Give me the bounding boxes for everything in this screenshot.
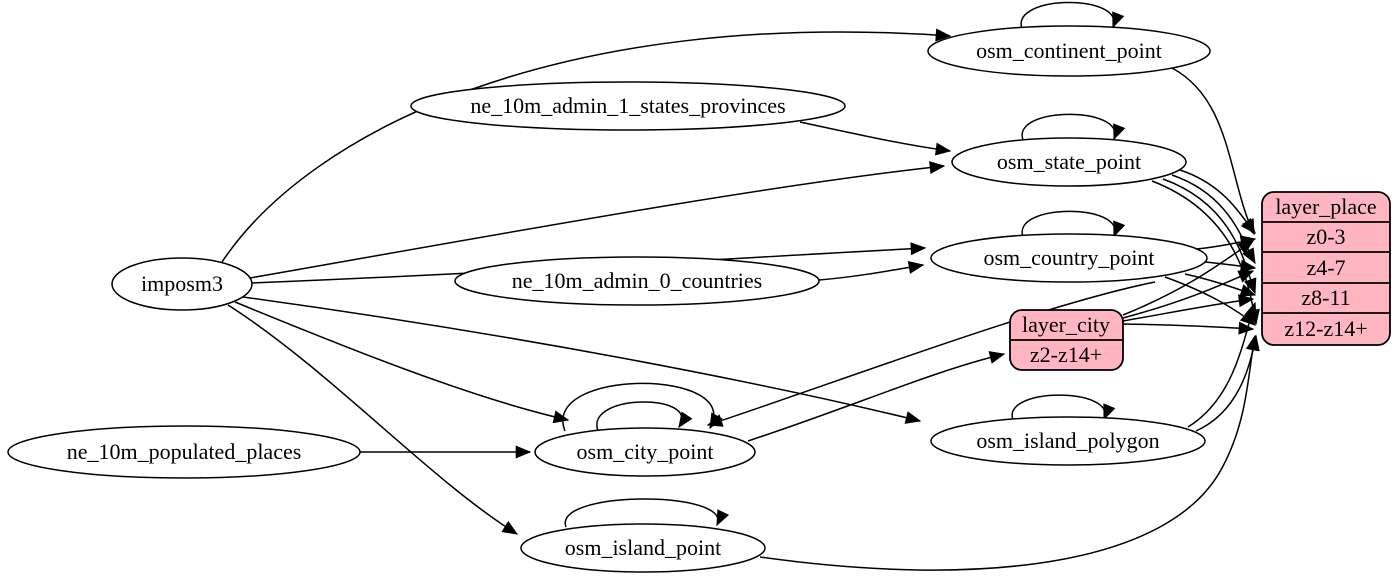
node-osm_city_point-label: osm_city_point bbox=[577, 439, 714, 464]
edge-self-osm_city_point-outer bbox=[562, 382, 723, 432]
node-osm_state_point: osm_state_point bbox=[951, 137, 1187, 187]
node-osm_island_point: osm_island_point bbox=[520, 523, 766, 573]
edge-self-osm_island_point bbox=[564, 498, 730, 528]
edge-self-osm_island_polygon bbox=[1011, 394, 1116, 421]
node-ne_10m_admin_1_states_provinces-shape bbox=[410, 81, 846, 131]
node-osm_island_polygon: osm_island_polygon bbox=[930, 416, 1206, 466]
edge-imposm3-osm_island_polygon bbox=[242, 296, 922, 424]
node-ne_10m_admin_1_states_provinces: ne_10m_admin_1_states_provinces bbox=[410, 81, 846, 131]
edge-layer_city-z8-11 bbox=[1122, 294, 1255, 322]
node-osm_state_point-label: osm_state_point bbox=[997, 149, 1141, 174]
edge-osm_island_point-z12-z14 bbox=[759, 334, 1259, 571]
layer_place-row-z0-3: z0-3 bbox=[1306, 224, 1345, 249]
node-ne_10m_populated_places-shape bbox=[7, 425, 361, 479]
edge-imposm3-osm_continent_point bbox=[221, 28, 952, 263]
layer_place-row-z4-7: z4-7 bbox=[1306, 255, 1345, 280]
edge-osm_state_point-z0-3 bbox=[1179, 169, 1256, 234]
edge-layer_city-z0-3 bbox=[1122, 240, 1255, 316]
node-imposm3-shape bbox=[111, 257, 253, 311]
node-ne_10m_admin_0_countries-label: ne_10m_admin_0_countries bbox=[512, 268, 763, 293]
edges bbox=[221, 1, 1260, 571]
node-ne_10m_populated_places-label: ne_10m_populated_places bbox=[67, 439, 302, 464]
node-imposm3-label: imposm3 bbox=[141, 271, 223, 296]
edge-osm_country_point-z0-3 bbox=[1196, 235, 1257, 250]
edge-self-osm_state_point bbox=[1021, 113, 1126, 141]
node-osm_island_point-shape bbox=[520, 523, 766, 573]
edge-self-osm_city_point-inner bbox=[596, 401, 693, 432]
layer_city-row-z2-z14: z2-z14+ bbox=[1030, 342, 1102, 367]
node-layer_place: layer_place z0-3 z4-7 z8-11 z12-z14+ bbox=[1261, 191, 1391, 346]
edge-imposm3-osm_city_point bbox=[234, 301, 570, 424]
node-osm_island_polygon-shape bbox=[930, 416, 1206, 466]
node-layer_city-title: layer_city bbox=[1022, 312, 1110, 337]
node-osm_country_point-shape bbox=[930, 233, 1208, 283]
node-osm_city_point-shape bbox=[534, 427, 756, 477]
edge-osm_island_polygon-z12-z14 bbox=[1195, 334, 1260, 432]
node-osm_continent_point: osm_continent_point bbox=[927, 25, 1211, 77]
node-ne_10m_admin_1_states_provinces-label: ne_10m_admin_1_states_provinces bbox=[470, 93, 785, 118]
edge-self-osm_continent_point bbox=[1020, 1, 1125, 30]
edge-osm_continent_point-z0-3 bbox=[1171, 67, 1255, 236]
node-layer_city: layer_city z2-z14+ bbox=[1009, 309, 1124, 371]
node-osm_state_point-shape bbox=[951, 137, 1187, 187]
edge-self-osm_country_point bbox=[1021, 210, 1126, 238]
node-osm_island_polygon-label: osm_island_polygon bbox=[976, 428, 1159, 453]
edge-ne_10m_admin_0_countries-osm_country_point bbox=[818, 261, 925, 281]
node-imposm3: imposm3 bbox=[111, 257, 253, 311]
edge-ne_10m_admin_1_states_provinces-osm_state_point bbox=[799, 121, 952, 156]
edge-osm_country_point-osm_city_point bbox=[706, 281, 1156, 427]
node-ne_10m_admin_0_countries-shape bbox=[454, 256, 820, 306]
node-ne_10m_admin_0_countries: ne_10m_admin_0_countries bbox=[454, 256, 820, 306]
edge-layer_city-z4-7 bbox=[1122, 270, 1255, 319]
layer_place-row-z12-z14: z12-z14+ bbox=[1284, 316, 1367, 341]
edge-imposm3-osm_state_point bbox=[249, 161, 946, 279]
node-layer_place-title: layer_place bbox=[1275, 194, 1376, 219]
edge-osm_city_point-layer_city-z2 bbox=[747, 351, 1006, 442]
edge-osm_island_polygon-z8-11 bbox=[1187, 301, 1257, 428]
edge-imposm3-osm_island_point bbox=[227, 304, 519, 535]
node-osm_continent_point-label: osm_continent_point bbox=[976, 38, 1162, 63]
layer_place-row-z8-11: z8-11 bbox=[1301, 285, 1350, 310]
edge-layer_city-z12-z14 bbox=[1122, 321, 1255, 335]
node-osm_city_point: osm_city_point bbox=[534, 427, 756, 477]
nodes: imposm3 ne_10m_admin_1_states_provinces … bbox=[7, 25, 1211, 573]
edge-osm_state_point-z4-7 bbox=[1171, 174, 1256, 265]
node-osm_country_point-label: osm_country_point bbox=[983, 245, 1154, 270]
node-osm_island_point-label: osm_island_point bbox=[565, 535, 721, 560]
node-layer_place-shape bbox=[1261, 191, 1391, 346]
node-osm_continent_point-shape bbox=[927, 25, 1211, 77]
node-osm_country_point: osm_country_point bbox=[930, 233, 1208, 283]
edge-osm_country_point-z8-11 bbox=[1184, 273, 1257, 297]
node-ne_10m_populated_places: ne_10m_populated_places bbox=[7, 425, 361, 479]
edge-osm_country_point-z4-7 bbox=[1204, 259, 1257, 273]
